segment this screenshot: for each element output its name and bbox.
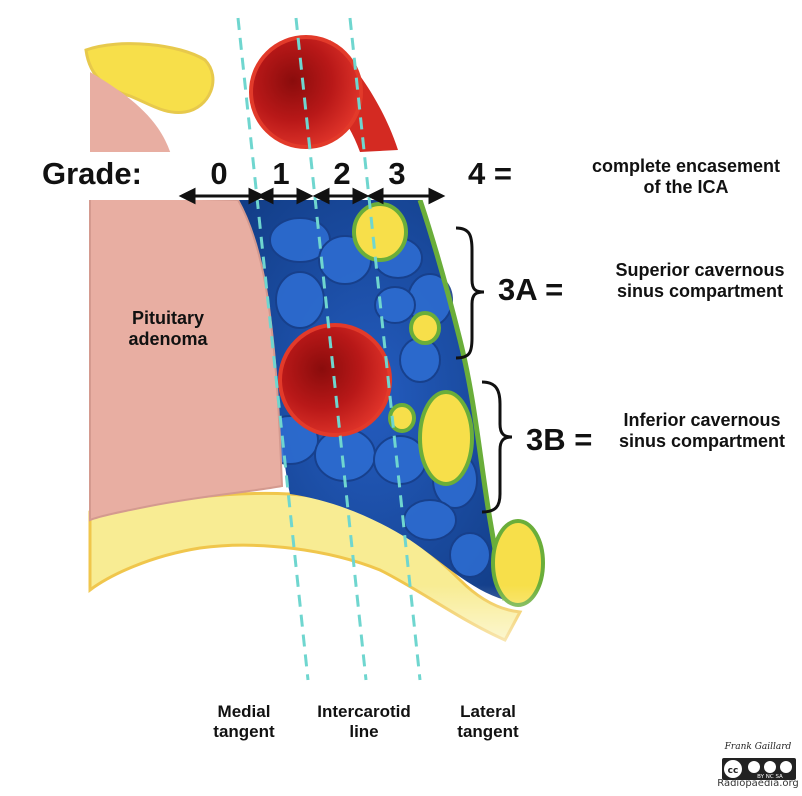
grade-title: Grade: — [42, 156, 142, 193]
pituitary-adenoma-label: Pituitary adenoma — [108, 308, 228, 350]
grade-0-label: 0 — [204, 156, 234, 193]
author-credit: Frank Gaillard — [716, 742, 800, 752]
grade-3b-description: Inferior cavernous sinus compartment — [604, 410, 800, 452]
grade-4-label: 4 = — [468, 156, 528, 193]
pituitary-adenoma — [90, 196, 282, 520]
grade-3-label: 3 — [382, 156, 412, 193]
source-link[interactable]: Radiopaedia.org — [716, 778, 800, 789]
grade-1-label: 1 — [266, 156, 296, 193]
grade-3a-description: Superior cavernous sinus compartment — [596, 260, 802, 302]
grade-3a-label: 3A = — [498, 272, 578, 309]
medial-tangent-label: Medial tangent — [194, 702, 294, 742]
grade-3b-label: 3B = — [526, 422, 606, 459]
grade-2-label: 2 — [327, 156, 357, 193]
intercarotid-line-label: Intercarotid line — [304, 702, 424, 742]
lateral-tangent-label: Lateral tangent — [438, 702, 538, 742]
attribution: Frank Gaillard Radiopaedia.org — [716, 742, 800, 789]
grade-4-description: complete encasement of the ICA — [576, 156, 796, 198]
upper-ica — [251, 37, 361, 147]
